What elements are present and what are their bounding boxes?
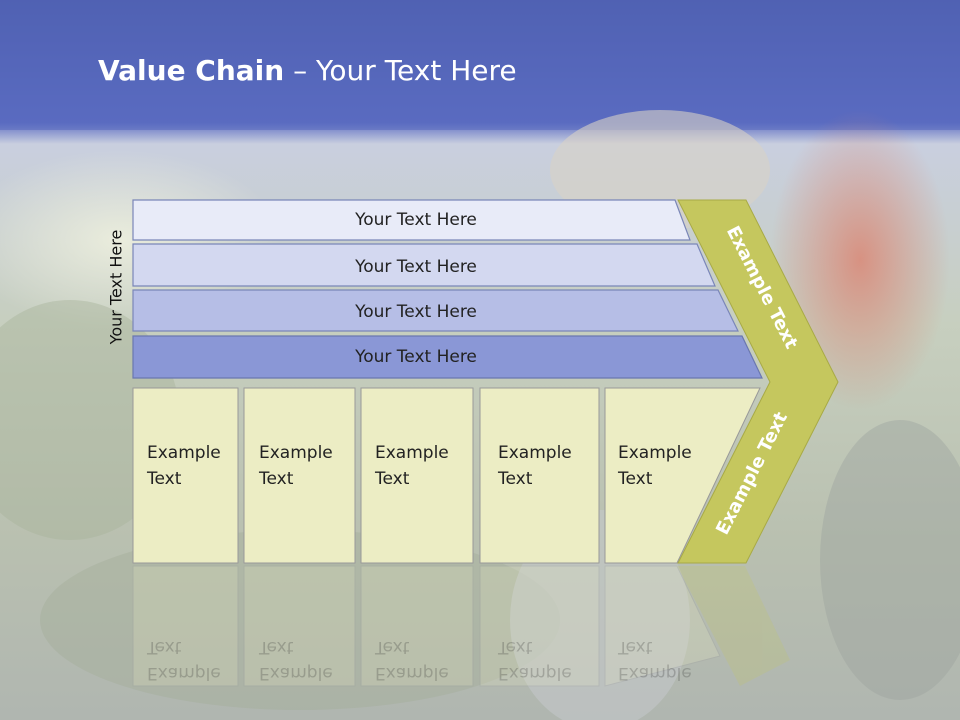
side-label: Your Text Here — [106, 229, 126, 345]
box-3-line1: Example — [375, 443, 449, 463]
box-4-line2: Text — [498, 469, 533, 489]
box-2 — [243, 387, 356, 564]
box-5-text: Example Text — [618, 440, 692, 492]
box-4-reflection-line2: Text — [498, 637, 533, 657]
box-2-reflection-line1: Example — [259, 663, 333, 683]
box-4-text: Example Text — [498, 440, 572, 492]
box-2-reflection-text: Example Text — [259, 634, 333, 686]
box-3-text: Example Text — [375, 440, 449, 492]
bar-4 — [132, 335, 763, 379]
box-5-line2: Text — [618, 469, 653, 489]
box-4 — [479, 387, 600, 564]
box-1-line2: Text — [147, 469, 182, 489]
box-2-line1: Example — [259, 443, 333, 463]
box-1 — [132, 387, 239, 564]
bar-2 — [132, 243, 716, 287]
box-4-reflection-line1: Example — [498, 663, 572, 683]
box-5-line1: Example — [618, 443, 692, 463]
box-3-reflection-text: Example Text — [375, 634, 449, 686]
bar-4-label: Your Text Here — [354, 347, 477, 367]
box-1-reflection-line1: Example — [147, 663, 221, 683]
box-5-reflection-line2: Text — [618, 637, 653, 657]
box-2-line2: Text — [259, 469, 294, 489]
bar-3 — [132, 289, 739, 332]
title-bold: Value Chain — [98, 54, 285, 87]
chevron-arrow — [677, 199, 839, 564]
box-1-line1: Example — [147, 443, 221, 463]
box-5-reflection-text: Example Text — [618, 634, 692, 686]
title-rest: – Your Text Here — [284, 54, 517, 87]
box-1-reflection-line2: Text — [147, 637, 182, 657]
box-3-reflection-line1: Example — [375, 663, 449, 683]
boxes-reflection — [132, 565, 790, 687]
bar-1 — [132, 199, 691, 241]
box-4-line1: Example — [498, 443, 572, 463]
box-1-text: Example Text — [147, 440, 221, 492]
box-3-reflection-line2: Text — [375, 637, 410, 657]
box-5 — [604, 387, 761, 564]
page-title: Value Chain – Your Text Here — [98, 54, 517, 87]
box-2-text: Example Text — [259, 440, 333, 492]
bar-1-label: Your Text Here — [354, 210, 477, 230]
box-5-reflection-line1: Example — [618, 663, 692, 683]
box-3-line2: Text — [375, 469, 410, 489]
box-4-reflection-text: Example Text — [498, 634, 572, 686]
box-1-reflection-text: Example Text — [147, 634, 221, 686]
bar-2-label: Your Text Here — [354, 257, 477, 277]
bar-3-label: Your Text Here — [354, 302, 477, 322]
box-2-reflection-line2: Text — [259, 637, 294, 657]
box-3 — [360, 387, 474, 564]
